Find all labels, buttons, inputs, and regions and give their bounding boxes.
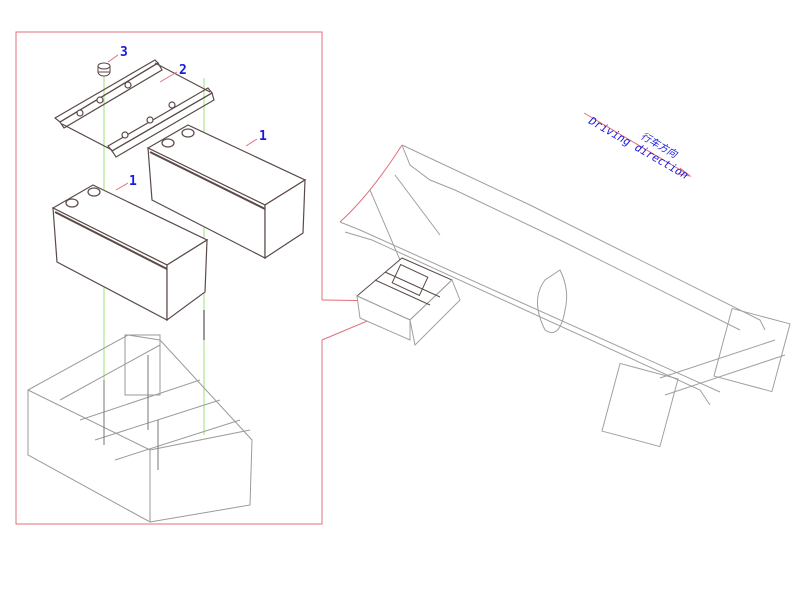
nut-part [97,62,111,77]
chassis-frame [339,144,791,448]
battery-tray-part [27,310,253,523]
callout-3: 3 [120,45,128,60]
driving-direction-indicator: Driving direction 行车方向 [583,112,692,182]
callout-1-front: 1 [129,174,137,189]
chassis-battery-box [356,257,461,347]
battery-rear-part [146,124,307,260]
battery-front-part [51,184,209,322]
callout-1-rear: 1 [259,129,267,144]
callout-2: 2 [179,63,187,78]
hold-down-frame-part [53,59,215,158]
detail-frame [15,31,404,525]
callouts: 3 2 1 1 [107,45,267,191]
